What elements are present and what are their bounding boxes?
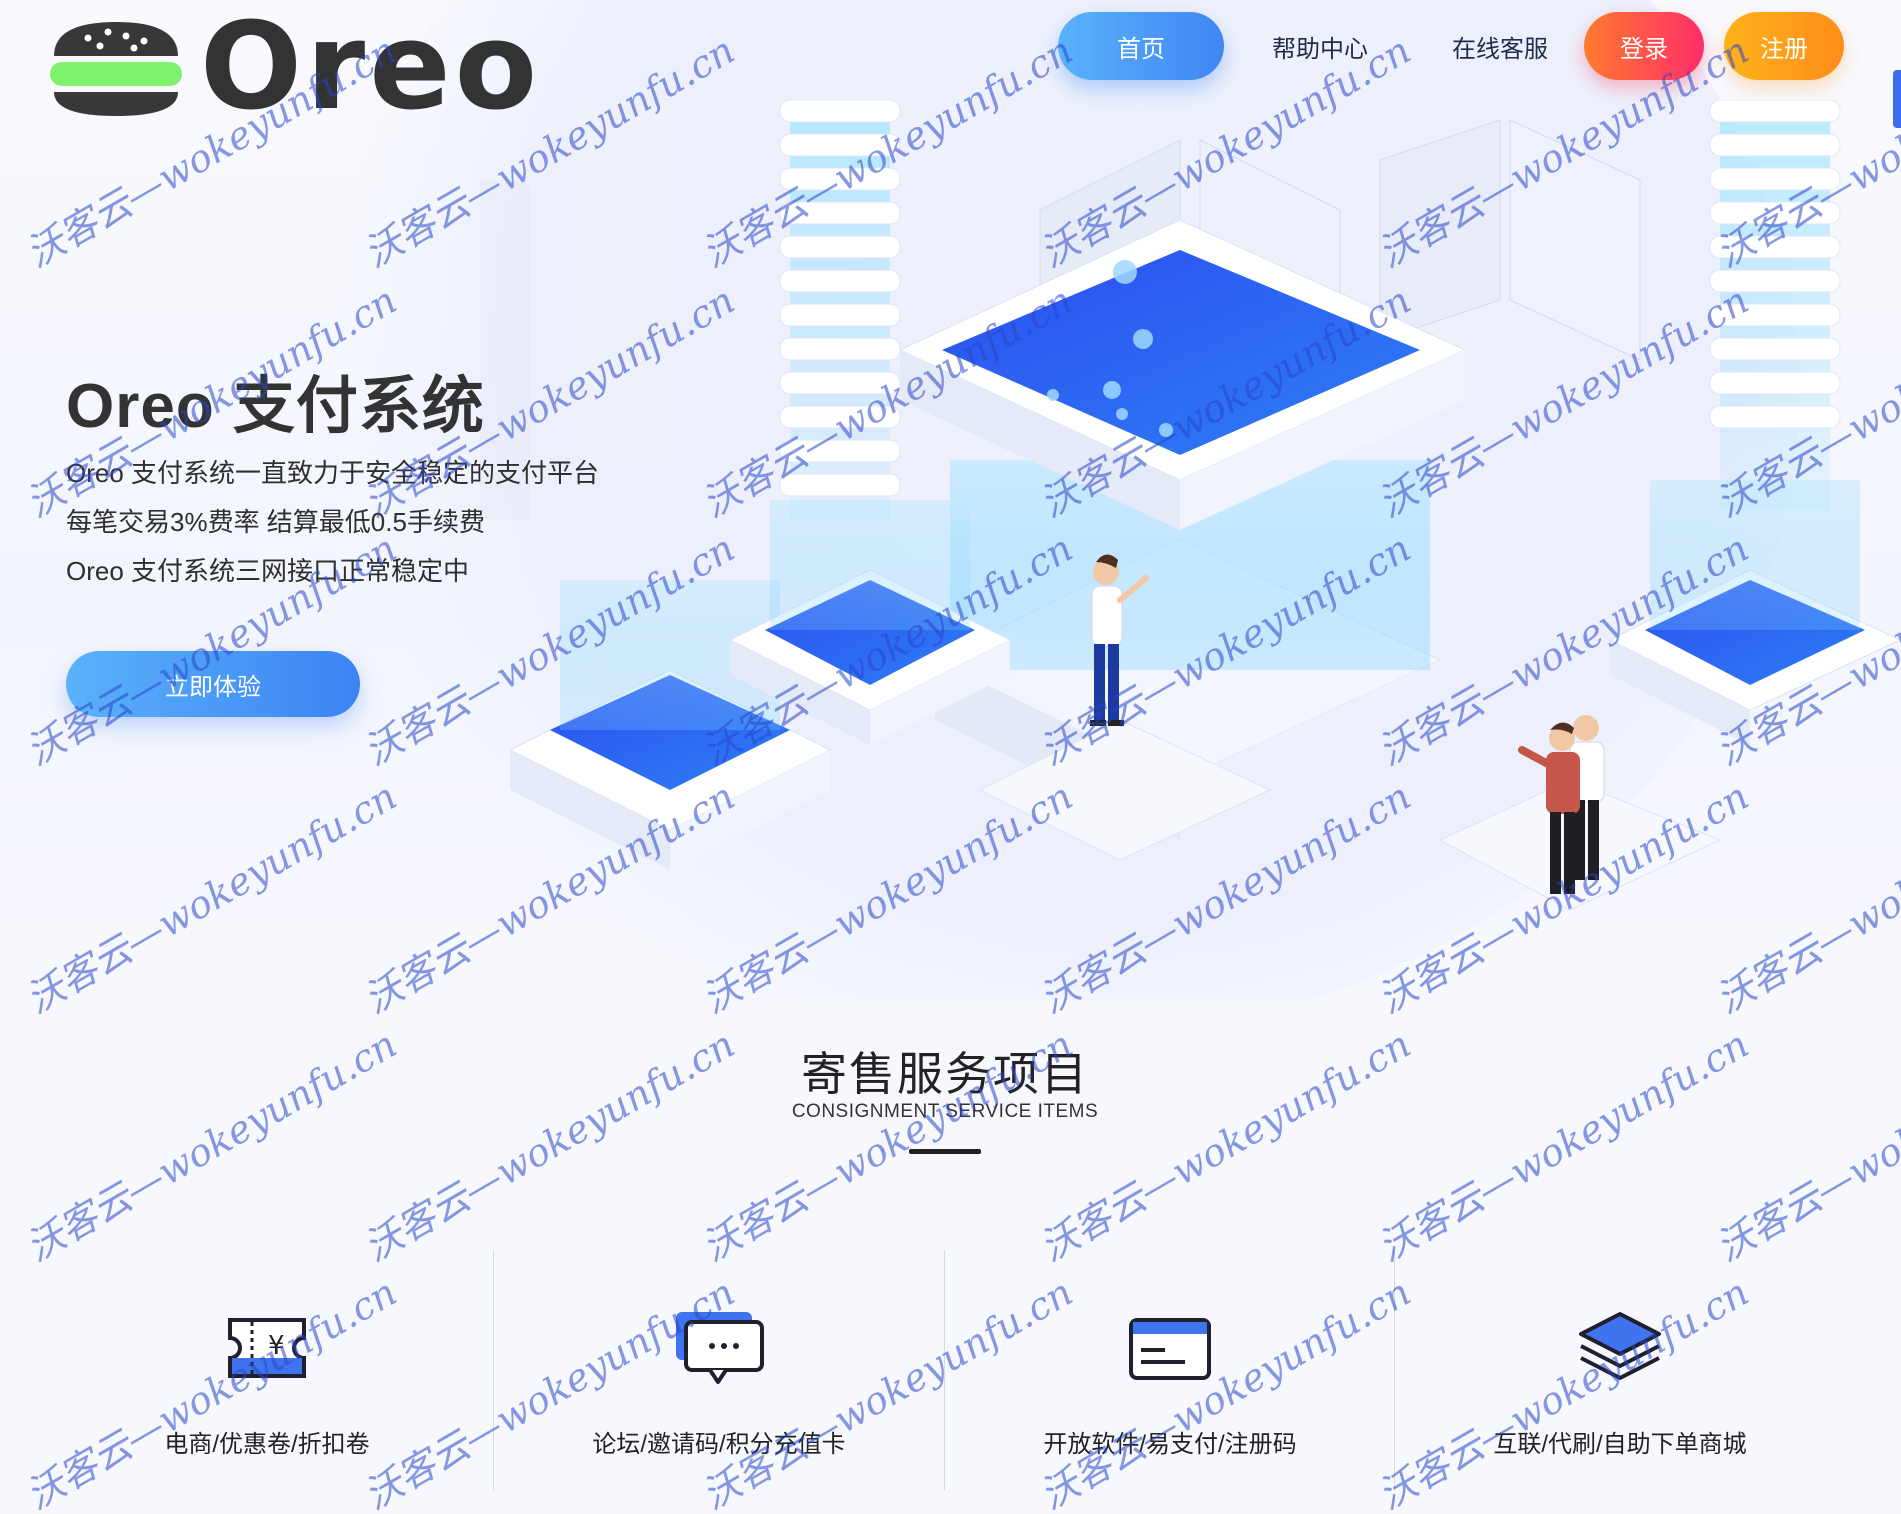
service-label: 论坛/邀请码/积分充值卡 (592, 1431, 846, 1458)
nav-help-link[interactable]: 帮助中心 (1272, 35, 1368, 63)
top-nav: 首页 帮助中心 在线客服 登录 注册 (0, 12, 1901, 92)
service-item-coupon[interactable]: ¥ 电商/优惠卷/折扣卷 (42, 1250, 492, 1496)
left-server-tower (779, 100, 901, 520)
person-left (1090, 554, 1149, 726)
service-label: 开放软件/易支付/注册码 (1043, 1431, 1297, 1458)
coupon-icon: ¥ (228, 1318, 306, 1378)
right-platform (1608, 480, 1901, 745)
login-button[interactable]: 登录 (1584, 12, 1704, 80)
service-item-mall[interactable]: 互联/代刷/自助下单商城 (1395, 1250, 1845, 1496)
left-platform (508, 580, 832, 870)
section-title: 寄售服务项目 (801, 1048, 1089, 1100)
service-item-software[interactable]: 开放软件/易支付/注册码 (945, 1250, 1395, 1496)
brand-logo[interactable]: Oreo (48, 10, 568, 120)
hero-line: Oreo 支付系统一直致力于安全稳定的支付平台 (66, 458, 600, 488)
service-divider (1394, 1250, 1395, 1490)
hero-title: Oreo 支付系统 (66, 372, 485, 441)
try-now-button[interactable]: 立即体验 (66, 651, 360, 717)
section-underline (909, 1149, 981, 1154)
service-label: 电商/优惠卷/折扣卷 (164, 1431, 370, 1458)
section-subtitle: CONSIGNMENT SERVICE ITEMS (791, 1101, 1099, 1122)
central-server (898, 219, 1467, 840)
hero-line: 每笔交易3%费率 结算最低0.5手续费 (66, 507, 485, 537)
right-server-tower (1709, 100, 1841, 510)
service-divider (944, 1250, 945, 1490)
person-right-b (1518, 722, 1580, 894)
nav-service-link[interactable]: 在线客服 (1452, 35, 1548, 63)
logo-text: Oreo (200, 10, 541, 120)
middle-left-platform (728, 500, 1012, 745)
burger-icon (50, 22, 182, 116)
nav-home-button[interactable]: 首页 (1058, 12, 1224, 80)
card-icon (1129, 1318, 1211, 1380)
hero-line: Oreo 支付系统三网接口正常稳定中 (66, 556, 470, 586)
scroll-edge-marker (1893, 70, 1901, 128)
layers-icon (1579, 1312, 1661, 1380)
chat-icon (676, 1312, 764, 1384)
service-label: 互联/代刷/自助下单商城 (1493, 1431, 1747, 1458)
hero-section (0, 0, 1901, 1000)
server-illustration (480, 100, 1901, 911)
services-row: ¥ 电商/优惠卷/折扣卷 论坛/邀请码/积分充值卡 开放软件/易支付/注册码 互… (0, 1250, 1901, 1496)
service-divider (493, 1250, 494, 1490)
register-button[interactable]: 注册 (1724, 12, 1844, 80)
svg-text:¥: ¥ (268, 1331, 285, 1361)
service-item-forum[interactable]: 论坛/邀请码/积分充值卡 (494, 1250, 944, 1496)
